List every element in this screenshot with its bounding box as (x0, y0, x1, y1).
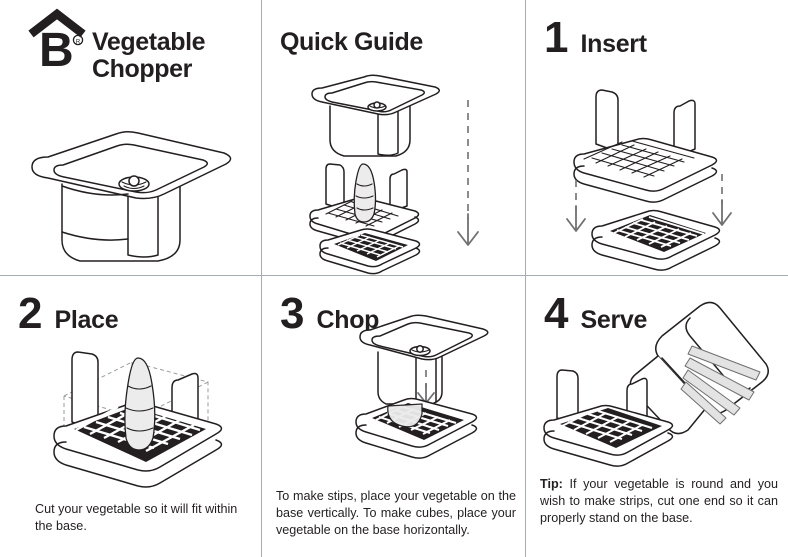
step-1-heading: 1 Insert (544, 16, 647, 60)
step-4-title: Serve (580, 306, 648, 334)
step-4-heading: 4 Serve (544, 292, 647, 336)
step-4-number: 4 (544, 289, 569, 338)
step-3-number: 3 (280, 289, 305, 338)
step-2-caption: Cut your vegetable so it will fit within… (35, 502, 238, 534)
panel-step-2: 2 Place (0, 276, 262, 557)
step-4-caption: Tip: If your vegetable is round and you … (540, 476, 778, 527)
illustration-chop-press-down (355, 314, 516, 459)
panel-step-1: 1 Insert (526, 0, 788, 276)
panel-step-3: 3 Chop (262, 276, 526, 557)
tip-label: Tip: (540, 477, 563, 492)
illustration-place-vegetable-on-base (40, 334, 255, 504)
illustration-exploded-assembly (308, 74, 513, 275)
illustration-insert-grid-into-base (554, 88, 769, 271)
svg-text:R: R (76, 39, 81, 45)
product-name: Vegetable Chopper (92, 28, 206, 83)
tip-text: If your vegetable is round and you wish … (540, 477, 778, 526)
step-1-title: Insert (580, 30, 647, 58)
svg-text:B: B (39, 24, 74, 77)
panel-quick-guide: Quick Guide (262, 0, 526, 276)
illustration-serve-pour-out (540, 301, 788, 467)
step-2-title: Place (54, 306, 119, 334)
illustration-assembled-chopper (18, 112, 248, 275)
brand-b-logo-icon: B R (26, 8, 88, 77)
brand-lockup: B R Vegetable Chopper (26, 8, 206, 83)
panel-step-4: 4 Serve (526, 276, 788, 557)
step-2-number: 2 (18, 289, 43, 338)
panel-brand: B R Vegetable Chopper (0, 0, 262, 276)
quick-guide-title: Quick Guide (280, 28, 423, 56)
step-1-number: 1 (544, 13, 569, 62)
step-3-caption: To make stips, place your vegetable on t… (276, 489, 516, 538)
step-2-heading: 2 Place (18, 289, 119, 338)
